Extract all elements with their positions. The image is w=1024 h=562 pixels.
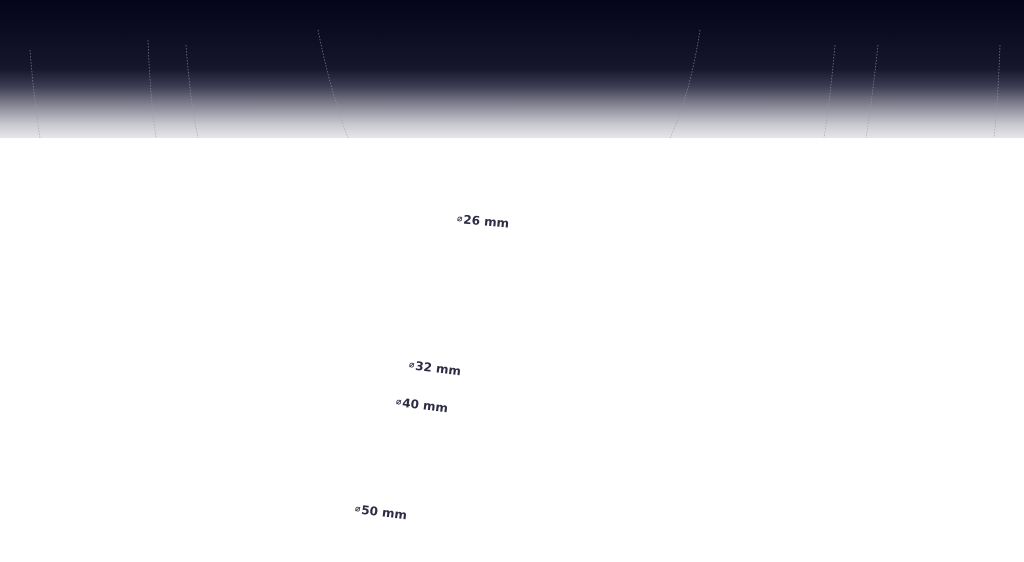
diameter-label-26: ⌀26 mm	[456, 212, 510, 231]
diameter-value: 26 mm	[462, 212, 510, 231]
diameter-label-40: ⌀40 mm	[395, 395, 449, 416]
diameter-label-50: ⌀50 mm	[354, 502, 408, 523]
diameter-value: 40 mm	[401, 395, 449, 416]
header-gradient-band	[0, 0, 1024, 138]
diameter-value: 32 mm	[414, 358, 462, 379]
diameter-value: 50 mm	[360, 502, 408, 523]
diameter-label-32: ⌀32 mm	[408, 358, 462, 379]
